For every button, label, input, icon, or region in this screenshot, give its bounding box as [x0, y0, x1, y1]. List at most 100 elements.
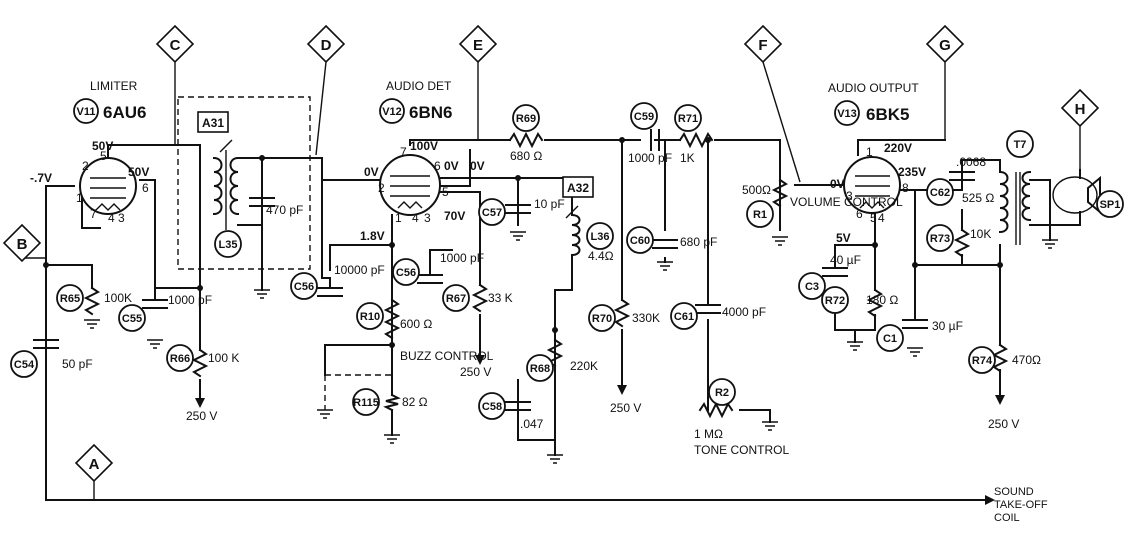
svg-text:A32: A32 [567, 181, 589, 195]
tube-v11-symbol [79, 157, 137, 215]
svg-text:L35: L35 [219, 239, 238, 251]
svg-text:5: 5 [870, 211, 877, 225]
svg-text:30 µF: 30 µF [932, 319, 963, 333]
svg-text:6BK5: 6BK5 [866, 105, 909, 124]
svg-text:4.4Ω: 4.4Ω [588, 249, 614, 263]
svg-text:V12: V12 [382, 106, 402, 118]
test-points: A B C D E F G H [2, 24, 1100, 500]
svg-text:330K: 330K [632, 311, 660, 325]
svg-text:.0068: .0068 [956, 155, 986, 169]
svg-text:10000 pF: 10000 pF [334, 263, 385, 277]
l36-inductor-symbol [565, 205, 581, 257]
svg-text:4: 4 [878, 211, 885, 225]
test-point-e: E [458, 24, 498, 64]
svg-text:5: 5 [100, 149, 107, 163]
pin-labels: 1 2 3 4 5 6 7 1 2 3 4 5 6 7 1 3 4 5 6 8 [76, 145, 909, 225]
svg-text:10 pF: 10 pF [534, 197, 565, 211]
svg-text:C62: C62 [930, 187, 950, 199]
test-point-g: G [925, 24, 965, 64]
svg-text:1000 pF: 1000 pF [628, 151, 672, 165]
test-point-b: B [2, 223, 42, 263]
svg-text:0V: 0V [830, 177, 845, 191]
tube-v13-symbol [843, 156, 901, 214]
svg-text:50V: 50V [128, 165, 149, 179]
tube-v12-symbol [379, 154, 441, 216]
voltage-labels: -.7V 50V 50V 0V 100V 0V 0V 1.8V 70V 220V… [30, 139, 1019, 431]
svg-text:R66: R66 [170, 353, 190, 365]
svg-text:6: 6 [142, 181, 149, 195]
svg-text:C58: C58 [482, 401, 502, 413]
svg-text:250 V: 250 V [460, 365, 491, 379]
a31-module-outline [177, 96, 311, 270]
module-a32: A32 [562, 176, 594, 198]
svg-text:B: B [17, 236, 28, 253]
svg-text:G: G [939, 37, 951, 54]
svg-text:1: 1 [866, 145, 873, 159]
svg-text:T7: T7 [1014, 139, 1027, 151]
svg-text:4: 4 [412, 211, 419, 225]
svg-text:AUDIO OUTPUT: AUDIO OUTPUT [828, 81, 919, 95]
svg-text:525 Ω: 525 Ω [962, 191, 994, 205]
svg-text:10K: 10K [970, 227, 991, 241]
svg-text:BUZZ CONTROL: BUZZ CONTROL [400, 349, 494, 363]
svg-text:5V: 5V [836, 231, 851, 245]
a31-transformer-symbol [212, 139, 240, 230]
test-point-a: A [74, 443, 114, 483]
svg-text:R2: R2 [715, 387, 729, 399]
svg-text:0V: 0V [444, 159, 459, 173]
svg-text:0V: 0V [470, 159, 485, 173]
svg-text:100V: 100V [410, 139, 438, 153]
svg-text:V13: V13 [837, 108, 857, 120]
svg-text:C54: C54 [14, 359, 35, 371]
svg-text:70V: 70V [444, 209, 465, 223]
svg-text:C: C [170, 37, 181, 54]
svg-text:250 V: 250 V [610, 401, 641, 415]
module-a31: A31 [197, 111, 229, 133]
svg-text:C57: C57 [482, 207, 502, 219]
svg-text:470Ω: 470Ω [1012, 353, 1041, 367]
svg-text:E: E [473, 37, 483, 54]
svg-text:33 K: 33 K [488, 291, 513, 305]
svg-text:100 K: 100 K [208, 351, 239, 365]
svg-text:7: 7 [90, 207, 97, 221]
svg-text:50V: 50V [92, 139, 113, 153]
svg-text:C3: C3 [805, 281, 819, 293]
svg-text:3: 3 [118, 211, 125, 225]
test-point-f: F [743, 24, 783, 64]
svg-text:680 pF: 680 pF [680, 235, 717, 249]
svg-text:TONE CONTROL: TONE CONTROL [694, 443, 789, 457]
svg-text:235V: 235V [898, 165, 926, 179]
test-point-h: H [1060, 88, 1100, 128]
svg-text:V11: V11 [77, 106, 96, 118]
svg-text:180 Ω: 180 Ω [866, 293, 898, 307]
svg-text:R67: R67 [446, 293, 466, 305]
svg-text:1000 pF: 1000 pF [440, 251, 484, 265]
svg-text:1 MΩ: 1 MΩ [694, 427, 723, 441]
svg-text:50 pF: 50 pF [62, 357, 93, 371]
svg-text:A31: A31 [202, 116, 224, 130]
wiring [45, 139, 1081, 501]
svg-text:VOLUME CONTROL: VOLUME CONTROL [790, 195, 903, 209]
svg-text:0V: 0V [364, 165, 379, 179]
svg-text:250 V: 250 V [988, 417, 1019, 431]
svg-text:2: 2 [82, 159, 89, 173]
svg-text:R73: R73 [930, 233, 950, 245]
svg-text:6BN6: 6BN6 [409, 103, 452, 122]
test-point-d: D [306, 24, 346, 64]
svg-text:R1: R1 [753, 209, 767, 221]
svg-text:C59: C59 [634, 111, 654, 123]
svg-text:220V: 220V [884, 141, 912, 155]
svg-text:3: 3 [846, 189, 853, 203]
svg-text:R65: R65 [60, 293, 80, 305]
svg-text:7: 7 [400, 145, 407, 159]
svg-text:L36: L36 [591, 231, 610, 243]
junctions [43, 137, 1003, 348]
svg-text:6AU6: 6AU6 [103, 103, 146, 122]
t7-transformer-symbol [998, 170, 1032, 245]
svg-text:600 Ω: 600 Ω [400, 317, 432, 331]
svg-text:250 V: 250 V [186, 409, 217, 423]
svg-text:AUDIO DET: AUDIO DET [386, 79, 452, 93]
svg-text:SP1: SP1 [1100, 199, 1121, 211]
svg-text:C56: C56 [294, 281, 314, 293]
